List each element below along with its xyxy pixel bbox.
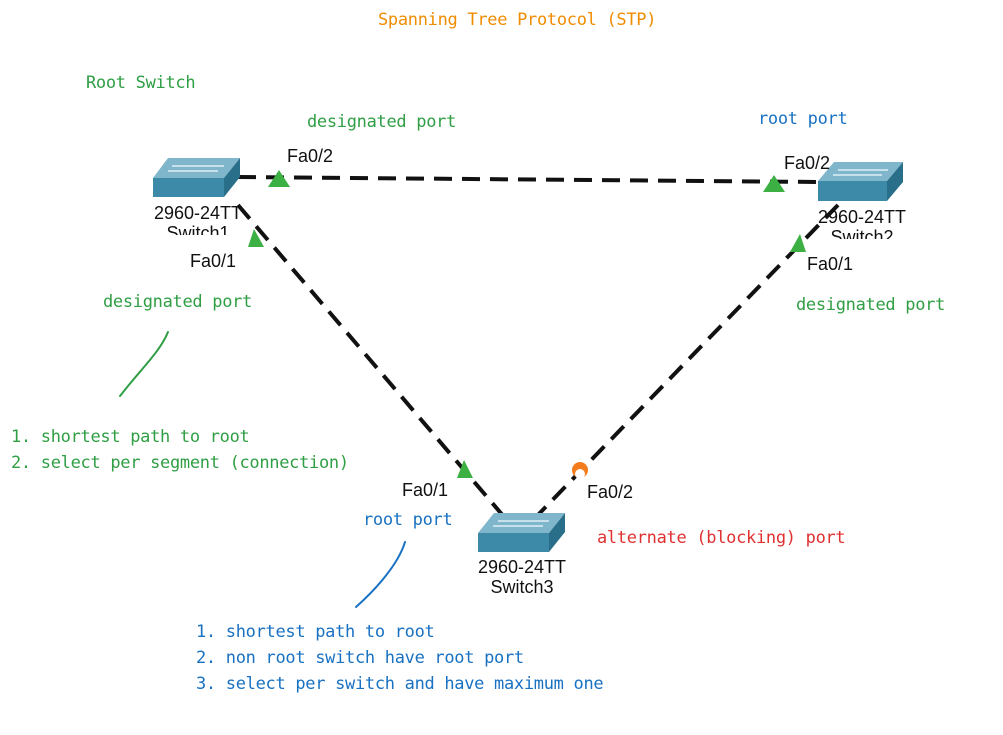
switch2-model: 2960-24TT: [817, 207, 907, 227]
link-sw1-sw3: [236, 203, 507, 520]
port-label-sw3-fa01: Fa0/1: [402, 480, 449, 500]
port-label-sw1-fa02: Fa0/2: [287, 146, 334, 166]
root-switch-label: Root Switch: [86, 73, 196, 93]
switch1-model: 2960-24TT: [153, 203, 243, 223]
leader-line-root-port: [355, 541, 406, 608]
port-indicator-sw2-fa01: [790, 234, 806, 252]
switch1-name: Switch1: [166, 223, 230, 235]
designated-port-notes: 1. shortest path to root 2. select per s…: [11, 424, 349, 476]
leader-line-designated: [119, 331, 169, 397]
port-label-sw2-fa02: Fa0/2: [784, 153, 831, 173]
annotation-sw1-fa01-designated: designated port: [103, 292, 253, 312]
diagram-title: Spanning Tree Protocol (STP): [378, 10, 657, 30]
annotation-sw2-fa02-root-port: root port: [758, 109, 848, 129]
link-sw2-sw3: [533, 203, 840, 520]
port-indicator-sw2-fa02: [763, 175, 785, 192]
switch3-name: Switch3: [490, 577, 554, 597]
port-indicator-sw1-fa02: [268, 170, 290, 187]
switch2-label[interactable]: 2960-24TT Switch2: [807, 207, 917, 239]
switch3-model: 2960-24TT: [477, 557, 567, 577]
port-indicator-sw3-fa01: [457, 460, 473, 478]
port-label-sw1-fa01: Fa0/1: [190, 251, 237, 271]
root-port-note-3: 3. select per switch and have maximum on…: [196, 674, 604, 694]
switch1-icon: [153, 158, 240, 197]
annotation-sw3-fa01-root-port: root port: [363, 510, 453, 530]
switch1-label[interactable]: 2960-24TT Switch1: [143, 203, 253, 235]
port-indicator-sw3-fa02-inner: [575, 469, 585, 479]
annotation-sw1-fa02-designated: designated port: [307, 112, 457, 132]
port-label-sw2-fa01: Fa0/1: [807, 254, 854, 274]
port-indicator-sw1-fa01: [248, 229, 264, 247]
switch3-icon: [478, 513, 565, 552]
designated-note-2: 2. select per segment (connection): [11, 453, 349, 473]
switch2-icon: [818, 162, 903, 201]
link-sw1-sw2: [237, 175, 821, 184]
annotation-sw2-fa01-designated: designated port: [796, 295, 946, 315]
root-port-notes: 1. shortest path to root 2. non root swi…: [196, 619, 604, 697]
switch3-label[interactable]: 2960-24TT Switch3: [467, 557, 577, 597]
root-port-note-2: 2. non root switch have root port: [196, 648, 524, 668]
annotation-sw3-fa02-alternate: alternate (blocking) port: [597, 528, 846, 548]
switch2-name: Switch2: [830, 227, 894, 239]
root-port-note-1: 1. shortest path to root: [196, 622, 435, 642]
port-label-sw3-fa02: Fa0/2: [587, 482, 634, 502]
designated-note-1: 1. shortest path to root: [11, 427, 250, 447]
